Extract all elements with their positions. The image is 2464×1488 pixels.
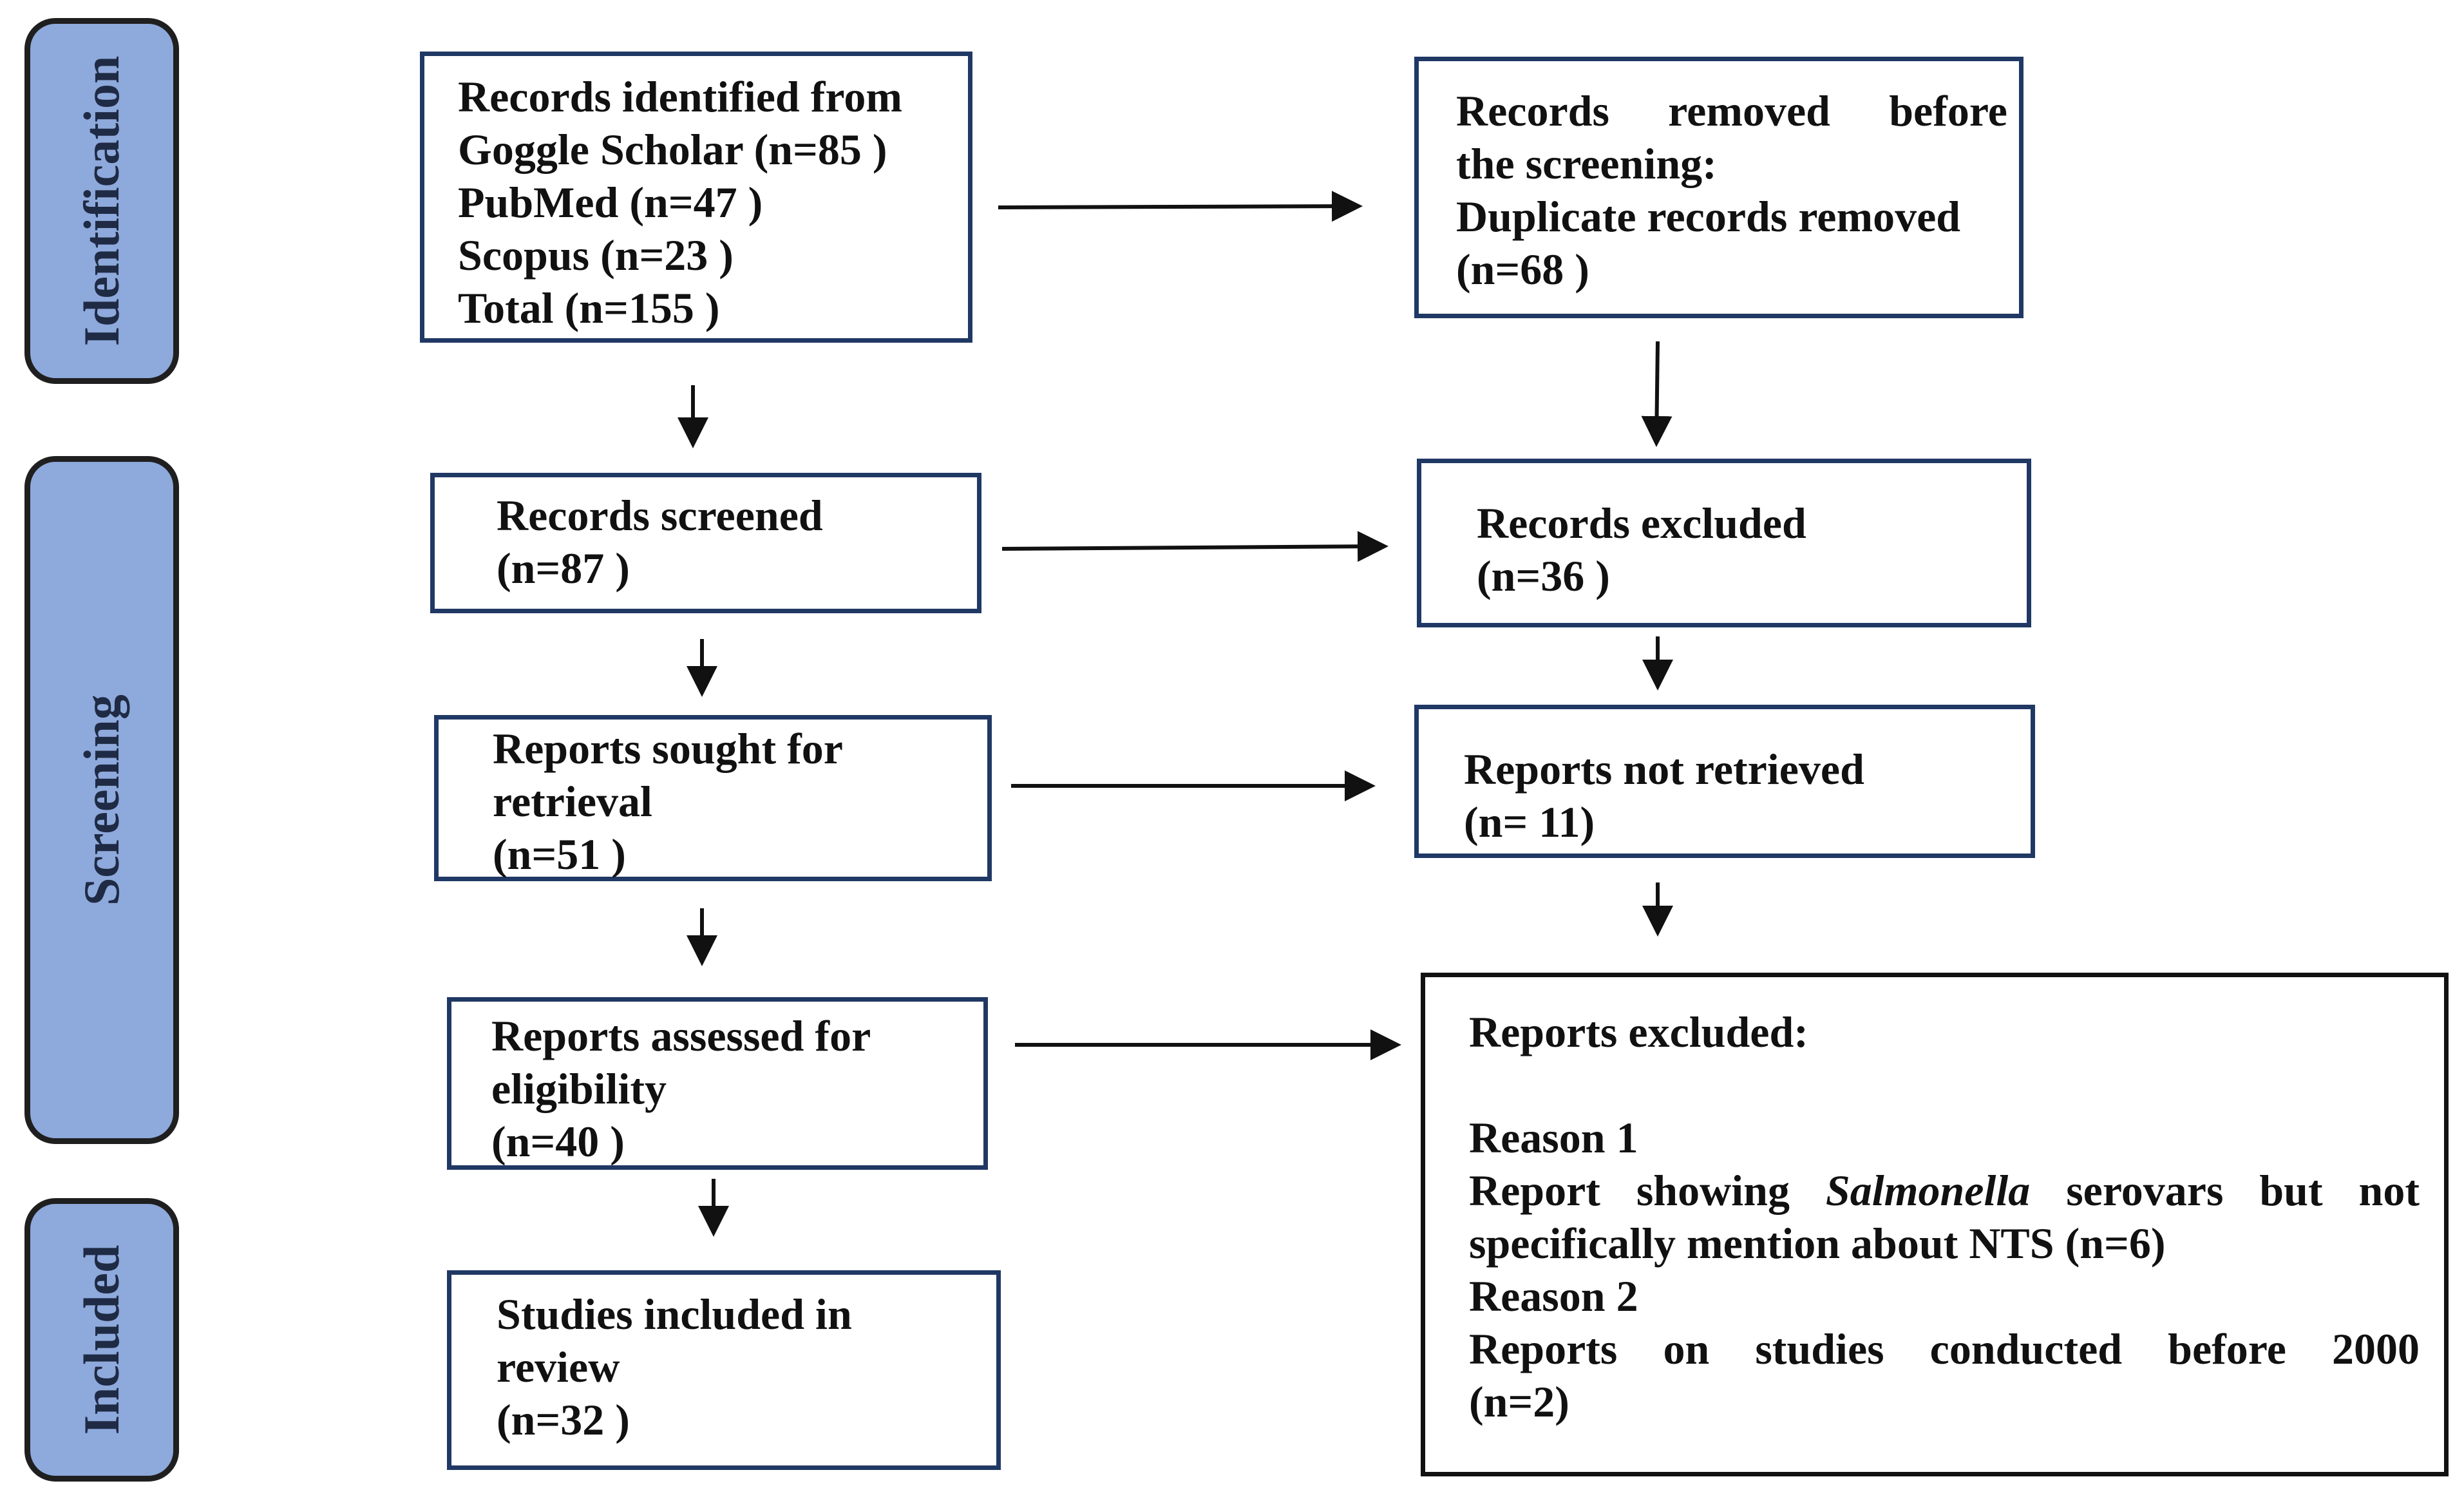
identified-line-1: Records identified from	[458, 72, 902, 121]
identified-line-4: Scopus (n=23 )	[458, 231, 734, 280]
arrow-screened-to-excluded	[1001, 531, 1388, 562]
excluded-line-2: (n=36 )	[1477, 551, 1610, 600]
salmonella-italic: Salmonella	[1825, 1166, 2031, 1215]
sought-line-2: retrieval	[493, 777, 652, 826]
phase-screening: Screening	[24, 456, 179, 1144]
phase-identification: Identification	[24, 18, 179, 384]
removed-line-4: (n=68 )	[1456, 245, 1589, 294]
identified-line-5: Total (n=155 )	[458, 283, 720, 332]
reports-excluded-box: Reports excluded: Reason 1 Report showin…	[1421, 973, 2449, 1476]
not-retrieved-line-1: Reports not retrieved	[1464, 745, 1864, 794]
arrow-removed-down	[1641, 341, 1673, 447]
removed-line-2: the screening:	[1456, 139, 1717, 188]
records-screened-box: Records screened (n=87 )	[430, 473, 981, 613]
reports-assessed-box: Reports assessed for eligibility (n=40 )	[447, 997, 988, 1170]
excluded-line-1: Records excluded	[1477, 499, 1806, 548]
reason-1-label: Reason 1	[1469, 1113, 1638, 1162]
identified-line-2: Goggle Scholar (n=85 )	[458, 125, 887, 174]
assessed-line-2: eligibility	[491, 1064, 667, 1113]
reason-1-text-1: Report showing Salmonella serovars but n…	[1469, 1166, 2420, 1215]
not-retrieved-line-2: (n= 11)	[1464, 797, 1595, 846]
reports-not-retrieved-box: Reports not retrieved (n= 11)	[1414, 705, 2035, 858]
sought-line-1: Reports sought for	[493, 724, 843, 773]
records-excluded-box: Records excluded (n=36 )	[1417, 459, 2031, 627]
phase-included: Included	[24, 1198, 179, 1482]
reason-2-text-1: Reports on studies conducted before 2000	[1469, 1324, 2420, 1373]
reports-excluded-title: Reports excluded:	[1469, 1007, 1808, 1056]
included-line-3: (n=32 )	[497, 1395, 630, 1444]
assessed-line-3: (n=40 )	[491, 1117, 625, 1166]
arrow-identified-to-removed	[998, 191, 1363, 222]
assessed-line-1: Reports assessed for	[491, 1011, 871, 1060]
identified-line-3: PubMed (n=47 )	[458, 178, 763, 227]
screened-line-1: Records screened	[497, 491, 823, 540]
studies-included-box: Studies included in review (n=32 )	[447, 1270, 1001, 1470]
reason-2-label: Reason 2	[1469, 1272, 1638, 1321]
included-line-2: review	[497, 1342, 620, 1391]
records-identified-box: Records identified from Goggle Scholar (…	[420, 52, 972, 343]
included-line-1: Studies included in	[497, 1290, 852, 1339]
reason-2-text-2: (n=2)	[1469, 1377, 1569, 1426]
sought-line-3: (n=51 )	[493, 830, 626, 879]
reason-1-text-2: specifically mention about NTS (n=6)	[1469, 1219, 2166, 1268]
reports-sought-box: Reports sought for retrieval (n=51 )	[434, 715, 992, 881]
records-removed-box: Records removed before the screening: Du…	[1414, 57, 2023, 318]
removed-line-1: Records removed before	[1456, 86, 2007, 135]
screened-line-2: (n=87 )	[497, 544, 630, 593]
removed-line-3: Duplicate records removed	[1456, 192, 1961, 241]
